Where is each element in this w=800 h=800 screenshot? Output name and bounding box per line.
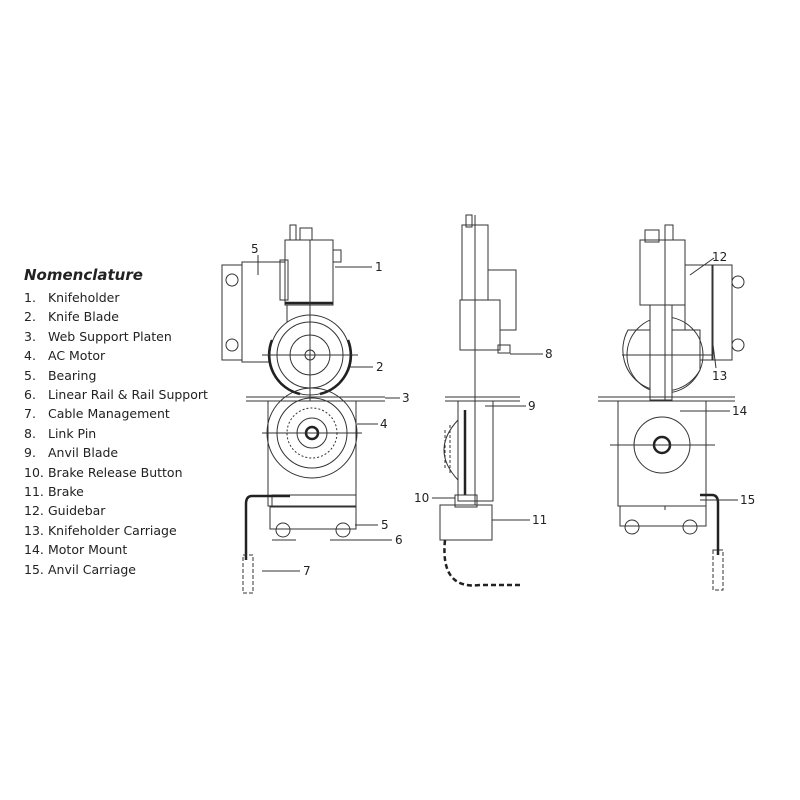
legend-item: 5. Bearing: [24, 366, 208, 385]
legend-item-number: 7.: [24, 406, 36, 422]
legend-item-number: 2.: [24, 309, 36, 325]
legend-item-label: Brake Release Button: [47, 464, 183, 480]
legend-item-label: Motor Mount: [47, 542, 128, 558]
legend-item-number: 5.: [24, 367, 36, 383]
legend-item-number: 9.: [24, 445, 36, 461]
legend-item-number: 10.: [24, 464, 44, 480]
callout-15: 15: [740, 493, 755, 507]
legend-item: 3. Web Support Platen: [24, 327, 208, 346]
motor-mount: [617, 400, 707, 507]
knifeholder: [284, 239, 334, 306]
legend-item-number: 6.: [24, 387, 36, 403]
legend-item-number: 12.: [24, 503, 44, 519]
callout-13: 13: [712, 369, 727, 383]
legend-item: 2. Knife Blade: [24, 307, 208, 326]
legend-item-label: Bearing: [47, 367, 97, 383]
legend-item: 8. Link Pin: [24, 424, 208, 443]
callout-2: 2: [376, 360, 384, 374]
front-view: [221, 224, 385, 594]
rail-bracket: [221, 264, 243, 361]
anvil-carriage: [619, 505, 707, 527]
callout-10: 10: [414, 491, 429, 505]
callout-3: 3: [402, 391, 410, 405]
bearing-plate: [241, 261, 288, 363]
legend-item: 15. Anvil Carriage: [24, 560, 208, 579]
legend-item-label: Knifeholder Carriage: [47, 522, 177, 538]
legend-item-label: Guidebar: [47, 503, 106, 519]
legend-item-label: Knife Blade: [47, 309, 119, 325]
legend-item-label: Brake: [47, 484, 84, 500]
callout-14: 14: [732, 404, 747, 418]
link-pin: [497, 344, 511, 354]
cable-chain-side: [443, 539, 520, 587]
callout-7: 7: [303, 564, 311, 578]
callout-9: 9: [528, 399, 536, 413]
callout-4: 4: [380, 417, 388, 431]
legend-item-number: 1.: [24, 290, 36, 305]
legend-item-label: Knifeholder: [47, 290, 120, 305]
callout-11: 11: [532, 513, 547, 527]
legend-item-label: Anvil Carriage: [47, 561, 136, 577]
legend-item-label: Cable Management: [47, 406, 170, 422]
brake: [439, 504, 493, 541]
callout-6: 6: [395, 533, 403, 547]
legend-item-label: Link Pin: [47, 425, 97, 441]
legend-item-label: Anvil Blade: [47, 445, 119, 461]
callout-1: 1: [375, 260, 383, 274]
legend-item-number: 11.: [24, 484, 44, 500]
callout-5b: 5: [381, 518, 389, 532]
callout-8: 8: [545, 347, 553, 361]
cable-chain: [242, 554, 254, 594]
legend-item-label: AC Motor: [47, 348, 106, 364]
legend-item: 13. Knifeholder Carriage: [24, 521, 208, 540]
legend-item-number: 4.: [24, 348, 36, 364]
legend-item: 10. Brake Release Button: [24, 463, 208, 482]
legend-item-label: Web Support Platen: [47, 328, 172, 344]
callout-labels: 1 2 3 4 5 5 6 7 8 9 10 11 12 13 14 15: [251, 242, 755, 578]
legend-item: 1. Knifeholder: [24, 288, 208, 307]
callout-5a: 5: [251, 242, 259, 256]
legend-item: 4. AC Motor: [24, 346, 208, 365]
legend-item-label: Linear Rail & Rail Support: [47, 387, 208, 403]
bearing: [225, 273, 239, 287]
legend-item: 12. Guidebar: [24, 501, 208, 520]
legend-item-number: 14.: [24, 542, 44, 558]
web-support-platen: [246, 396, 385, 402]
bearing: [225, 338, 239, 352]
legend-item-number: 15.: [24, 561, 44, 577]
legend-item-number: 3.: [24, 328, 36, 344]
legend-item: 7. Cable Management: [24, 404, 208, 423]
rear-view: [598, 224, 745, 591]
legend-title: Nomenclature: [24, 266, 143, 284]
legend-item-number: 8.: [24, 425, 36, 441]
legend-item: 6. Linear Rail & Rail Support: [24, 385, 208, 404]
callout-leaders: [257, 255, 738, 572]
legend-item: 14. Motor Mount: [24, 540, 208, 559]
cable: [244, 494, 290, 560]
legend-item-number: 13.: [24, 522, 44, 538]
knifeholder-carriage: [649, 304, 673, 401]
callout-12: 12: [712, 250, 727, 264]
side-view: [439, 214, 520, 587]
legend-item: 11. Brake: [24, 482, 208, 501]
legend-item: 9. Anvil Blade: [24, 443, 208, 462]
